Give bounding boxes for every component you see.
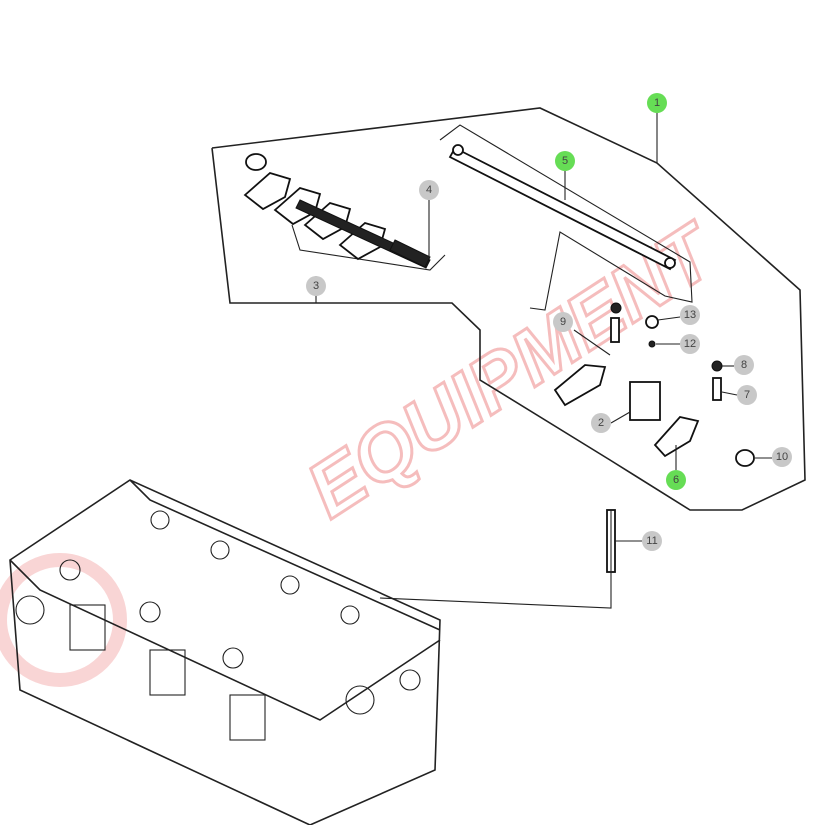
callout-9[interactable]: 9 bbox=[553, 312, 573, 332]
svg-text:7: 7 bbox=[744, 389, 750, 401]
svg-text:13: 13 bbox=[684, 309, 696, 321]
callout-3[interactable]: 3 bbox=[306, 276, 326, 296]
svg-text:8: 8 bbox=[741, 359, 747, 371]
callout-8[interactable]: 8 bbox=[734, 355, 754, 375]
callout-6[interactable]: 6 bbox=[666, 470, 686, 490]
svg-text:3: 3 bbox=[313, 280, 319, 292]
svg-text:4: 4 bbox=[426, 184, 432, 196]
svg-text:6: 6 bbox=[673, 474, 679, 486]
svg-text:5: 5 bbox=[562, 155, 568, 167]
callouts: 1 2 3 4 5 6 7 8 9 10 11 12 13 bbox=[306, 93, 792, 551]
callout-4[interactable]: 4 bbox=[419, 180, 439, 200]
callout-2[interactable]: 2 bbox=[591, 413, 611, 433]
leader-lines bbox=[315, 113, 772, 609]
callout-11[interactable]: 11 bbox=[642, 531, 662, 551]
callout-10[interactable]: 10 bbox=[772, 447, 792, 467]
callout-7[interactable]: 7 bbox=[737, 385, 757, 405]
cylinder-head bbox=[9, 479, 441, 825]
svg-text:11: 11 bbox=[646, 535, 657, 547]
svg-text:12: 12 bbox=[684, 338, 696, 350]
rocker-shaft bbox=[448, 144, 677, 271]
svg-text:9: 9 bbox=[560, 316, 566, 328]
svg-text:10: 10 bbox=[776, 451, 788, 463]
assembly-outline bbox=[211, 107, 806, 511]
rocker-arm-assembly bbox=[243, 153, 431, 269]
callout-13[interactable]: 13 bbox=[680, 305, 700, 325]
callout-12[interactable]: 12 bbox=[680, 334, 700, 354]
svg-text:1: 1 bbox=[654, 97, 660, 109]
callout-1[interactable]: 1 bbox=[647, 93, 667, 113]
svg-text:2: 2 bbox=[598, 417, 604, 429]
callout-5[interactable]: 5 bbox=[555, 151, 575, 171]
watermark: EQUIPMENT bbox=[0, 203, 735, 687]
